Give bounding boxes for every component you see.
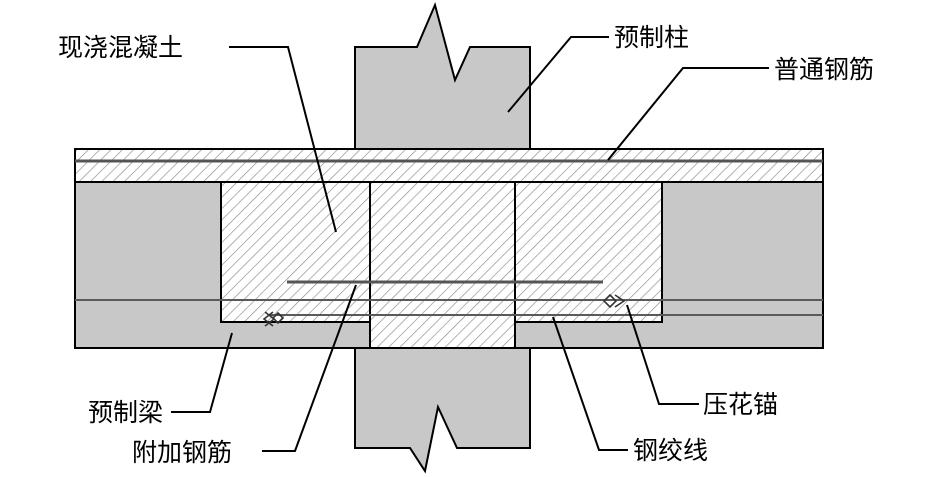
leader-ordinary-rebar [607, 67, 769, 161]
cast-in-place-pocket-left [220, 181, 371, 323]
leader-additional-rebar [262, 284, 357, 452]
leader-precast-beam [171, 332, 233, 413]
embossed-anchor-right [602, 293, 626, 309]
leader-embossed-anchor [626, 304, 699, 405]
label-ordinary-rebar: 普通钢筋 [774, 55, 874, 84]
embossed-anchor-left [262, 311, 285, 327]
label-additional-rebar: 附加钢筋 [132, 438, 232, 467]
joint-core [369, 181, 516, 349]
label-precast-column: 预制柱 [614, 23, 689, 52]
label-cast-in-place-concrete: 现浇混凝土 [58, 33, 183, 62]
leader-cast-in-place-concrete [229, 46, 337, 233]
precast-column-upper [354, 1, 531, 150]
cast-in-place-slab [74, 148, 824, 183]
label-precast-beam: 预制梁 [88, 398, 163, 427]
precast-column-lower [354, 347, 531, 474]
leader-steel-strand [552, 316, 628, 451]
label-steel-strand: 钢绞线 [633, 436, 708, 465]
leader-precast-column [507, 36, 609, 113]
cast-in-place-pocket-right [514, 181, 663, 323]
label-embossed-anchor: 压花锚 [703, 390, 778, 419]
